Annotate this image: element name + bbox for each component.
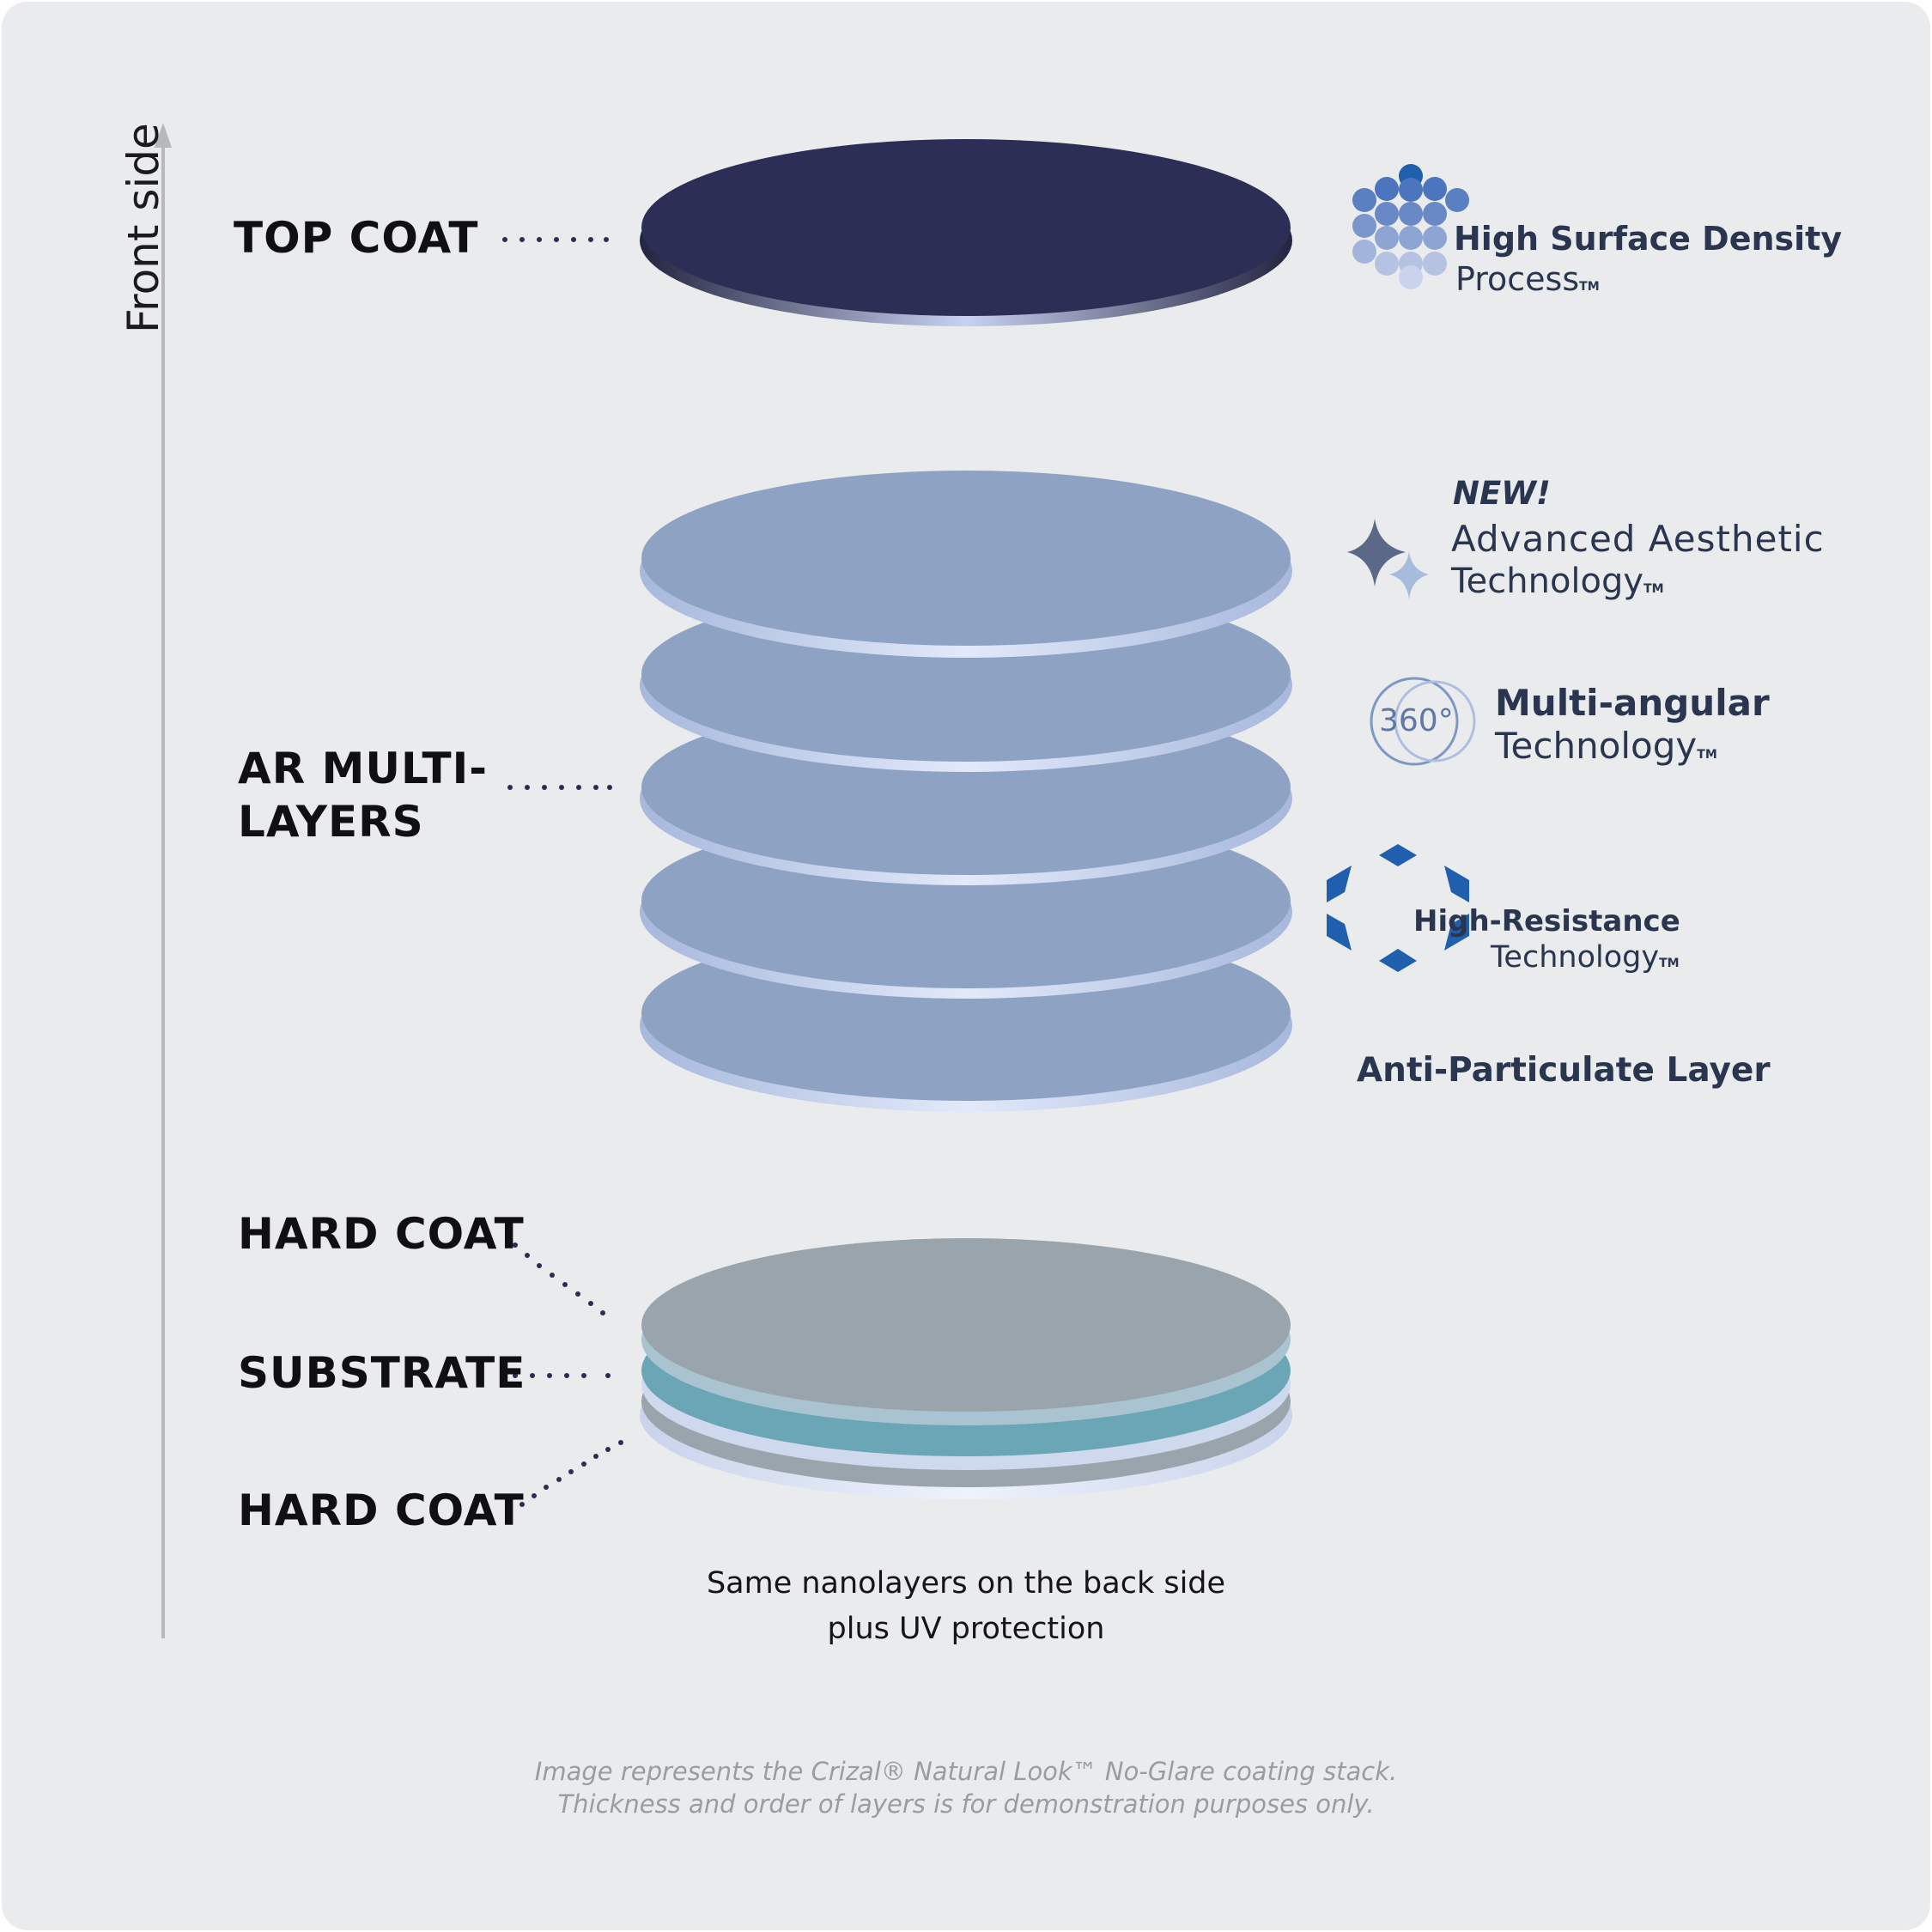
high-surface-density-title: High Surface Density [1454,220,1843,258]
front-side-axis-label: Front side [118,123,168,333]
technology-text: Technology [1491,940,1660,975]
back-side-note-line1: Same nanolayers on the back side [706,1566,1226,1601]
hard-coat-top-label: HARD COAT [238,1209,525,1259]
substrate-label: SUBSTRATE [238,1348,526,1398]
substrate-leader [513,1373,611,1378]
tm-mark: TM [1643,582,1664,596]
surface-density-icon [1352,164,1469,289]
hard-coat-bottom-leader [519,1440,623,1507]
top-coat-label: TOP COAT [234,213,479,263]
technology-text: Technology [1495,725,1698,767]
lens-stack [640,1238,1292,1499]
back-side-note: Same nanolayers on the back side plus UV… [0,1561,1932,1652]
ar-multi-layers-label-line1: AR MULTI- [238,744,489,793]
multi-angular-subtitle: TechnologyTM [1495,724,1717,777]
ar-multi-leader [507,785,612,790]
process-text: Process [1455,260,1580,298]
anti-particulate-layer-label: Anti-Particulate Layer [1357,1051,1771,1090]
high-resistance-subtitle: TechnologyTM [1491,939,1680,981]
ar-layer-1 [640,471,1292,658]
top-coat-face [641,139,1291,316]
hard-coat-bottom-label: HARD COAT [238,1485,525,1535]
back-side-note-line2: plus UV protection [827,1612,1105,1646]
high-surface-density-subtitle: ProcessTM [1455,259,1600,307]
front-hard-coat [641,1238,1291,1412]
advanced-aesthetic-subtitle: TechnologyTM [1451,560,1664,611]
ar-multi-layers-label-line2: LAYERS [238,797,424,847]
tm-mark: TM [1697,748,1717,762]
multi-angular-360-icon [1370,677,1476,766]
tm-mark: TM [1659,957,1680,970]
top-coat-disc [640,139,1292,326]
axis-arrowhead [155,123,172,148]
footnote-line2: Thickness and order of layers is for dem… [557,1789,1375,1819]
top-coat-leader [502,237,609,242]
advanced-aesthetic-title: Advanced Aesthetic [1451,518,1825,560]
multi-angular-360-text: 360° [1379,703,1454,738]
disclaimer-footnote: Image represents the Crizal® Natural Loo… [0,1755,1932,1820]
tm-mark: TM [1579,280,1600,294]
new-badge: NEW! [1453,475,1551,512]
leader-lines [502,237,623,1507]
sparkle-icon [1347,519,1429,599]
hard-coat-top-leader [513,1242,605,1315]
high-resistance-title: High-Resistance [1413,904,1680,939]
front-side-axis [155,123,172,1638]
multi-angular-title: Multi-angular [1495,682,1770,724]
high-resistance-shield-icon [1327,844,1469,972]
technology-text: Technology [1451,562,1644,601]
footnote-line1: Image represents the Crizal® Natural Loo… [534,1757,1398,1786]
ar-multi-layer-stack [640,471,1292,1112]
